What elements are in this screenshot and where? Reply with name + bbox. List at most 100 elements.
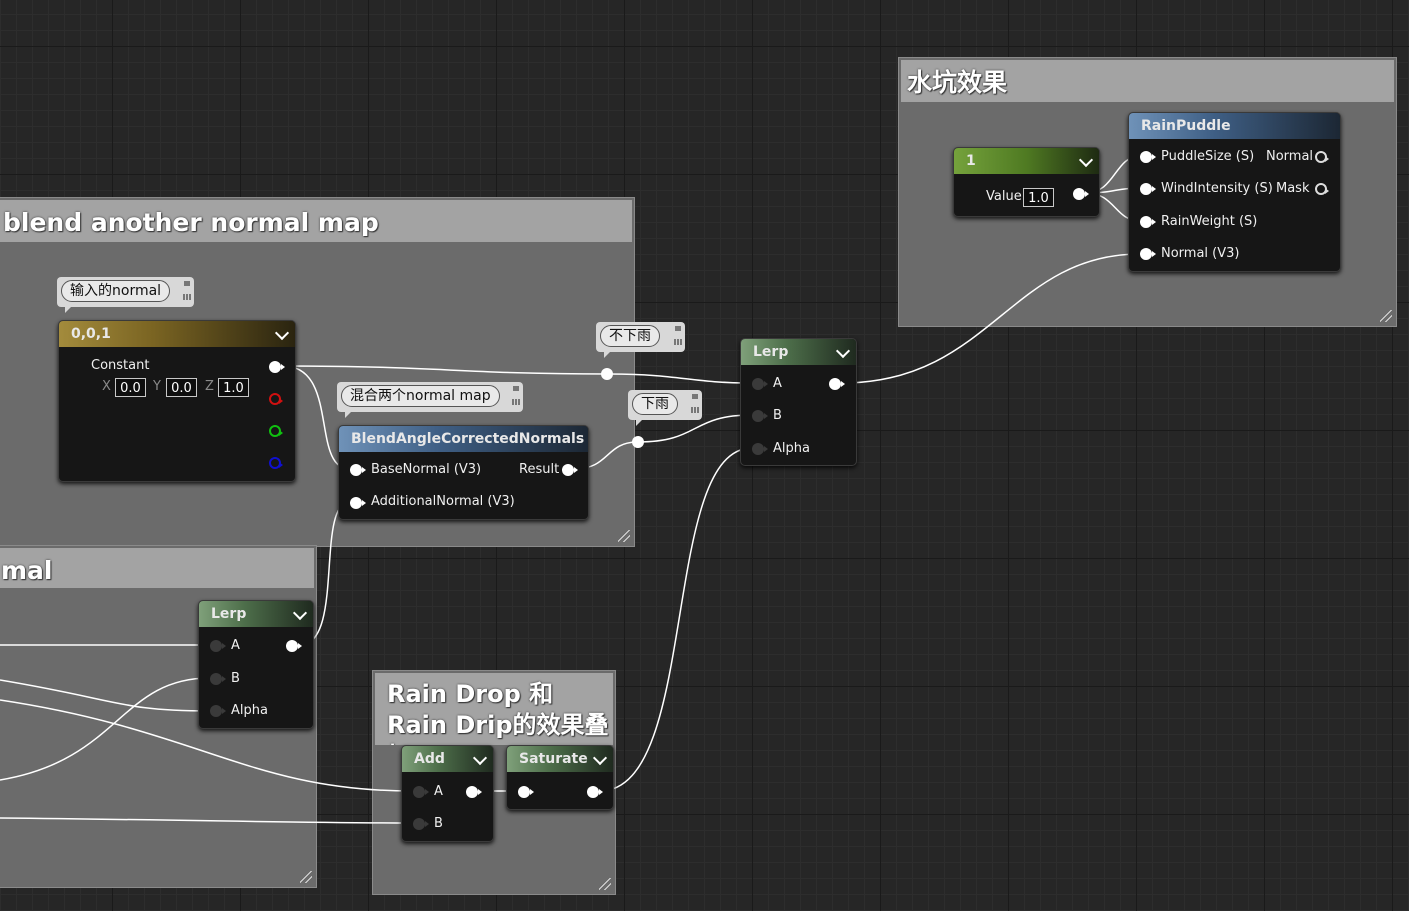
z-value-field[interactable]: 1.0 [218,378,249,397]
output-pin-normal[interactable] [1315,151,1329,163]
comment-bubble-blend-two[interactable]: 混合两个normal map [337,382,523,418]
resize-handle[interactable] [1380,310,1392,322]
node-header[interactable]: Add [402,746,493,772]
y-value-field[interactable]: 0.0 [166,378,197,397]
node-header[interactable]: Lerp [199,601,313,627]
resize-handle[interactable] [618,530,630,542]
node-title: 0,0,1 [71,326,111,342]
bubble-tail [345,412,351,418]
lerp-main-node[interactable]: Lerp A B Alpha [740,338,857,466]
pin-label-additional-normal: AdditionalNormal (V3) [371,494,515,509]
chevron-down-icon[interactable] [592,750,608,766]
lerp-low-node[interactable]: Lerp A B Alpha [198,600,314,729]
comment-bubble-input-normal[interactable]: 输入的normal [57,277,194,313]
input-pin-base-normal[interactable] [350,464,366,476]
comment-title: 水坑效果 [901,60,1394,102]
comment-title: mal [0,548,314,588]
pin-label-a: A [773,376,782,391]
output-pin[interactable] [587,786,603,798]
constant3-vector-node[interactable]: 0,0,1 Constant X 0.0 Y 0.0 Z 1.0 [58,320,296,482]
input-pin-normal[interactable] [1140,248,1156,260]
input-pin-b[interactable] [210,673,226,685]
input-pin-rain-weight[interactable] [1140,216,1156,228]
comment-title: blend another normal map [0,200,632,242]
node-header[interactable]: Lerp [741,339,856,365]
reroute-rain[interactable] [632,436,644,448]
input-pin-b[interactable] [413,818,429,830]
rain-puddle-node[interactable]: RainPuddle PuddleSize (S) Normal WindInt… [1128,112,1341,272]
constant-label: Constant [91,358,150,373]
comment-bubble-no-rain[interactable]: 不下雨 [596,322,685,358]
input-pin-additional-normal[interactable] [350,497,366,509]
y-label: Y [153,379,161,394]
bubble-text: 混合两个normal map [341,385,500,407]
bubble-tail [604,352,610,358]
input-pin-alpha[interactable] [210,705,226,717]
resize-handle[interactable] [300,871,312,883]
pin-label-result: Result [519,462,560,477]
output-pin-g[interactable] [269,425,283,437]
x-value-field[interactable]: 0.0 [115,378,146,397]
output-pin[interactable] [1073,188,1089,200]
pin-label-a: A [231,638,240,653]
reroute-no-rain[interactable] [601,368,613,380]
chevron-down-icon[interactable] [292,605,308,621]
saturate-node[interactable]: Saturate [506,745,614,810]
bubble-text: 下雨 [632,393,678,415]
output-pin-result[interactable] [562,464,578,476]
chevron-down-icon[interactable] [835,343,851,359]
pin-icon[interactable] [512,385,520,405]
input-pin-a[interactable] [752,378,768,390]
input-pin-puddle-size[interactable] [1140,151,1156,163]
pin-label-puddle-size: PuddleSize (S) [1161,149,1255,164]
resize-handle[interactable] [599,878,611,890]
value-label: Value [986,189,1022,204]
pin-label-base-normal: BaseNormal (V3) [371,462,482,477]
z-label: Z [205,379,214,394]
input-pin-a[interactable] [413,786,429,798]
pin-label-wind-intensity: WindIntensity (S) [1161,181,1273,196]
pin-icon[interactable] [183,280,191,300]
pin-icon[interactable] [691,393,699,413]
node-title: Lerp [753,344,789,360]
blend-angle-corrected-normals-node[interactable]: BlendAngleCorrectedNormals BaseNormal (V… [338,425,589,520]
output-pin-rgb[interactable] [269,361,285,373]
output-pin[interactable] [286,640,302,652]
pin-icon[interactable] [674,325,682,345]
comment-bubble-rain[interactable]: 下雨 [628,390,702,426]
node-header[interactable]: RainPuddle [1129,113,1340,139]
chevron-down-icon[interactable] [1078,152,1094,168]
chevron-down-icon[interactable] [274,325,290,341]
node-header[interactable]: Saturate [507,746,613,772]
pin-label-b: B [434,816,443,831]
pin-label-in-normal: Normal (V3) [1161,246,1240,261]
add-node[interactable]: Add A B [401,745,494,842]
input-pin-a[interactable] [210,640,226,652]
output-pin[interactable] [829,378,845,390]
bubble-text: 不下雨 [600,325,660,347]
node-title: Saturate [519,751,588,767]
pin-label-b: B [773,408,782,423]
input-pin-b[interactable] [752,410,768,422]
output-pin-mask[interactable] [1315,183,1329,195]
output-pin-r[interactable] [269,393,283,405]
value-field[interactable]: 1.0 [1023,188,1054,207]
node-header[interactable]: 0,0,1 [59,321,295,347]
node-header[interactable]: BlendAngleCorrectedNormals [339,426,588,452]
pin-label-out-mask: Mask [1276,181,1310,196]
node-header[interactable]: 1 [954,148,1099,174]
x-label: X [102,379,111,394]
input-pin-wind-intensity[interactable] [1140,183,1156,195]
pin-label-b: B [231,671,240,686]
output-pin[interactable] [466,786,482,798]
input-pin[interactable] [518,786,534,798]
node-title: Lerp [211,606,247,622]
chevron-down-icon[interactable] [472,750,488,766]
pin-label-alpha: Alpha [773,441,810,456]
constant-scalar-node[interactable]: 1 Value 1.0 [953,147,1100,217]
input-pin-alpha[interactable] [752,443,768,455]
output-pin-b[interactable] [269,457,283,469]
bubble-text: 输入的normal [61,280,171,302]
bubble-tail [65,307,71,313]
